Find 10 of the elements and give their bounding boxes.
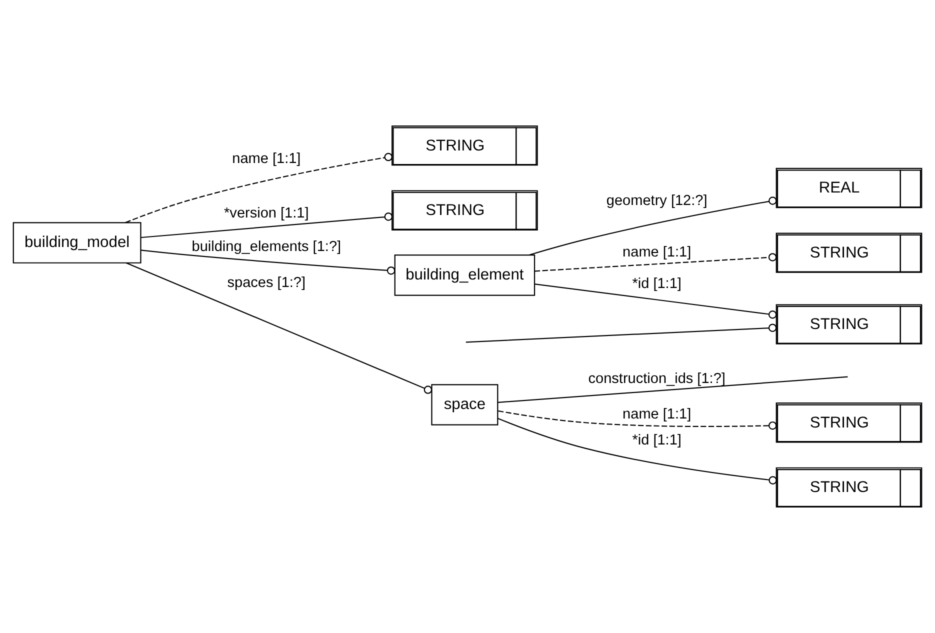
edge-label: geometry [12:?] <box>606 193 708 210</box>
edge-label: construction_ids [1:?] <box>588 370 726 387</box>
edge-label: *id [1:1] <box>632 276 682 292</box>
edge-label: *id [1:1] <box>632 432 682 448</box>
edge-label: *version [1:1] <box>224 206 309 222</box>
edge-label: name [1:1] <box>622 244 692 261</box>
edge-label: spaces [1:?] <box>227 274 306 291</box>
edge-label: name [1:1] <box>622 406 692 423</box>
edge-label: name [1:1] <box>232 150 301 167</box>
edge-label: building_elements [1:?] <box>192 239 342 256</box>
